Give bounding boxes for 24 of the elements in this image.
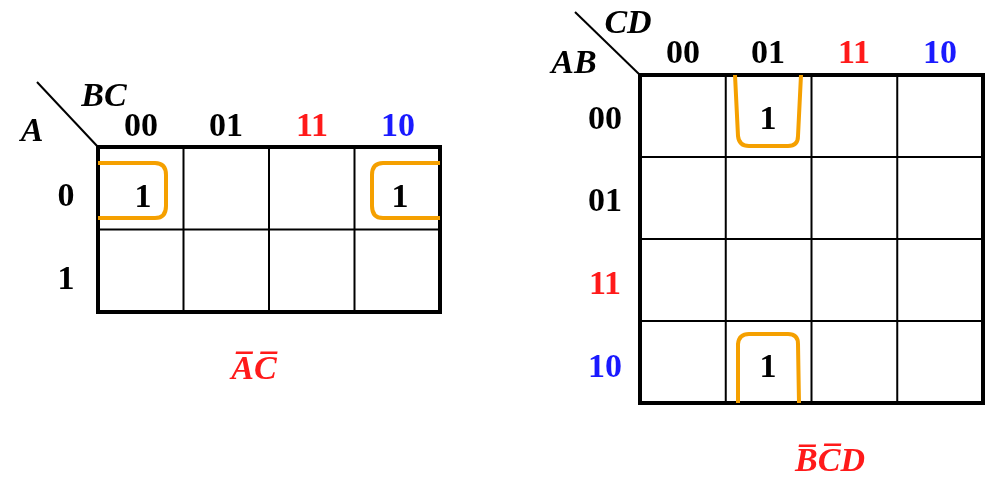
column-header: 10 (923, 35, 957, 69)
column-header: 11 (295, 108, 329, 142)
cell-value: 1 (391, 179, 409, 213)
column-header: 00 (124, 108, 158, 142)
column-header: 01 (751, 35, 785, 69)
row-header: 10 (588, 349, 622, 383)
row-header: 11 (588, 266, 622, 300)
boolean-expression: B̅C̅D (795, 443, 865, 477)
column-header: 10 (381, 108, 415, 142)
row-header: 01 (588, 183, 622, 217)
row-header: 1 (57, 261, 75, 295)
column-header: 11 (837, 35, 871, 69)
cell-value: 1 (759, 349, 777, 383)
variable-label: AB (551, 45, 597, 79)
row-header: 0 (57, 178, 75, 212)
variable-label: BC (81, 78, 127, 112)
column-header: 00 (666, 35, 700, 69)
variable-label: A (20, 113, 44, 147)
boolean-expression: A̅C̅ (231, 351, 277, 385)
cell-value: 1 (134, 179, 152, 213)
row-header: 00 (588, 101, 622, 135)
variable-label: CD (604, 5, 652, 39)
cell-value: 1 (759, 101, 777, 135)
column-header: 01 (209, 108, 243, 142)
